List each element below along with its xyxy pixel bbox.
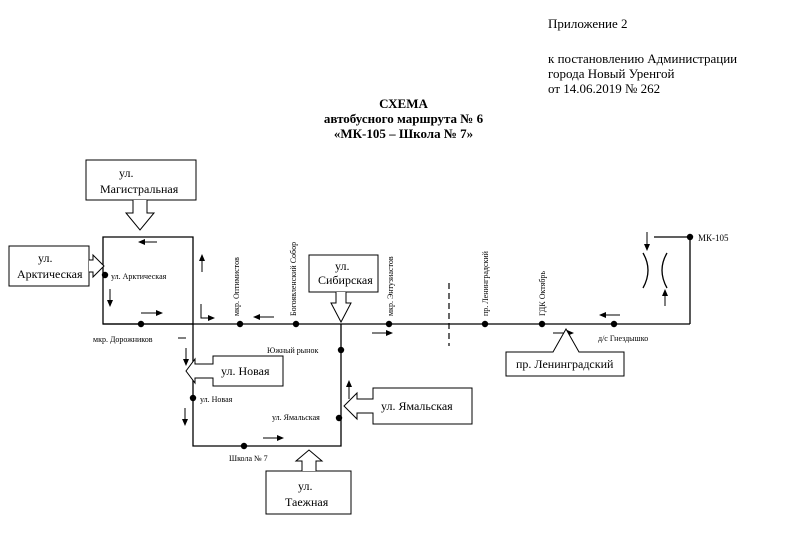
- stop-label-mkr-entuziastov: мкр. Энтузиастов: [386, 256, 395, 316]
- label-taezhnaya-1: ул.: [298, 479, 312, 493]
- stop-label-ds-gnezdyshko: д/с Гнездышко: [598, 334, 648, 343]
- stop-label-ul-arkticheskaya: ул. Арктическая: [111, 272, 167, 281]
- stop-label-ul-novaya: ул. Новая: [200, 395, 233, 404]
- box-novaya: [185, 355, 284, 387]
- box-yamalskaya: [343, 387, 473, 425]
- schema-subtitle: автобусного маршрута № 6: [323, 111, 484, 126]
- stop-shkola-7: [240, 442, 248, 450]
- arrow-taezhnaya: [294, 449, 324, 471]
- label-magistralnaya-1: ул.: [119, 166, 133, 180]
- stop-gdk-oktyabr: [538, 320, 546, 328]
- stop-label-yuzhny-rynok: Южный рынок: [267, 346, 318, 355]
- resolution-line-1: к постановлению Администрации: [548, 51, 738, 66]
- label-novaya: ул. Новая: [221, 364, 270, 378]
- appendix-number: Приложение 2: [548, 16, 628, 31]
- resolution-line-3: от 14.06.2019 № 262: [548, 81, 661, 96]
- label-yamalskaya: ул. Ямальская: [381, 399, 453, 413]
- box-leningradskiy: [505, 327, 625, 377]
- stop-label-pr-leningradskiy: пр. Ленинградский: [481, 250, 490, 316]
- stop-bogoyavlenskiy-sobor: [292, 320, 300, 328]
- box-taezhnaya: [265, 470, 352, 515]
- stop-mk-105: [686, 233, 694, 241]
- label-arkticheskaya-1: ул.: [38, 251, 52, 265]
- arrow-magistralnaya: [124, 200, 156, 231]
- box-sibirskaya: [308, 254, 379, 293]
- route-stops: [101, 233, 694, 450]
- stop-label-bogoyavlenskiy-sobor: Богоявленский Собор: [289, 242, 298, 316]
- label-leningradskiy: пр. Ленинградский: [516, 357, 614, 371]
- label-sibirskaya-1: ул.: [335, 259, 349, 273]
- route-lines: [102, 236, 691, 447]
- label-taezhnaya-2: Таежная: [285, 495, 329, 509]
- stop-ul-novaya: [189, 394, 197, 402]
- resolution-line-2: города Новый Уренгой: [548, 66, 675, 81]
- stop-pr-leningradskiy: [481, 320, 489, 328]
- box-arkticheskaya: [8, 245, 90, 287]
- stop-yuzhny-rynok: [337, 346, 345, 354]
- stop-ul-yamalskaya: [335, 414, 343, 422]
- route-name: «МК-105 – Школа № 7»: [333, 126, 474, 141]
- stop-mkr-optimistov: [236, 320, 244, 328]
- label-sibirskaya-2: Сибирская: [318, 273, 373, 287]
- box-labels: ул. Магистральная ул. Арктическая ул. Си…: [17, 166, 614, 509]
- schema-title: СХЕМА: [379, 96, 428, 111]
- stop-ul-arkticheskaya: [101, 271, 109, 279]
- stop-label-mkr-dorozhnikov: мкр. Дорожников: [93, 335, 153, 344]
- arrow-arkticheskaya: [89, 253, 105, 279]
- street-boxes: [8, 159, 625, 515]
- stop-label-ul-yamalskaya: ул. Ямальская: [272, 413, 320, 422]
- arrow-sibirskaya: [330, 292, 352, 324]
- stop-label-gdk-oktyabr: ГДК Октябрь: [538, 271, 547, 316]
- direction-arrows: [107, 232, 668, 441]
- stop-ds-gnezdyshko: [610, 320, 618, 328]
- box-magistralnaya: [85, 159, 197, 201]
- label-arkticheskaya-2: Арктическая: [17, 267, 83, 281]
- stop-mkr-dorozhnikov: [137, 320, 145, 328]
- stop-label-mkr-optimistov: мкр. Оптимистов: [232, 257, 241, 316]
- stop-labels: ул. Арктическая мкр. Дорожников Южный ры…: [93, 233, 729, 463]
- stop-label-mk-105: МК-105: [698, 233, 729, 243]
- stop-label-shkola-7: Школа № 7: [229, 454, 268, 463]
- label-magistralnaya-2: Магистральная: [100, 182, 179, 196]
- stop-mkr-entuziastov: [385, 320, 393, 328]
